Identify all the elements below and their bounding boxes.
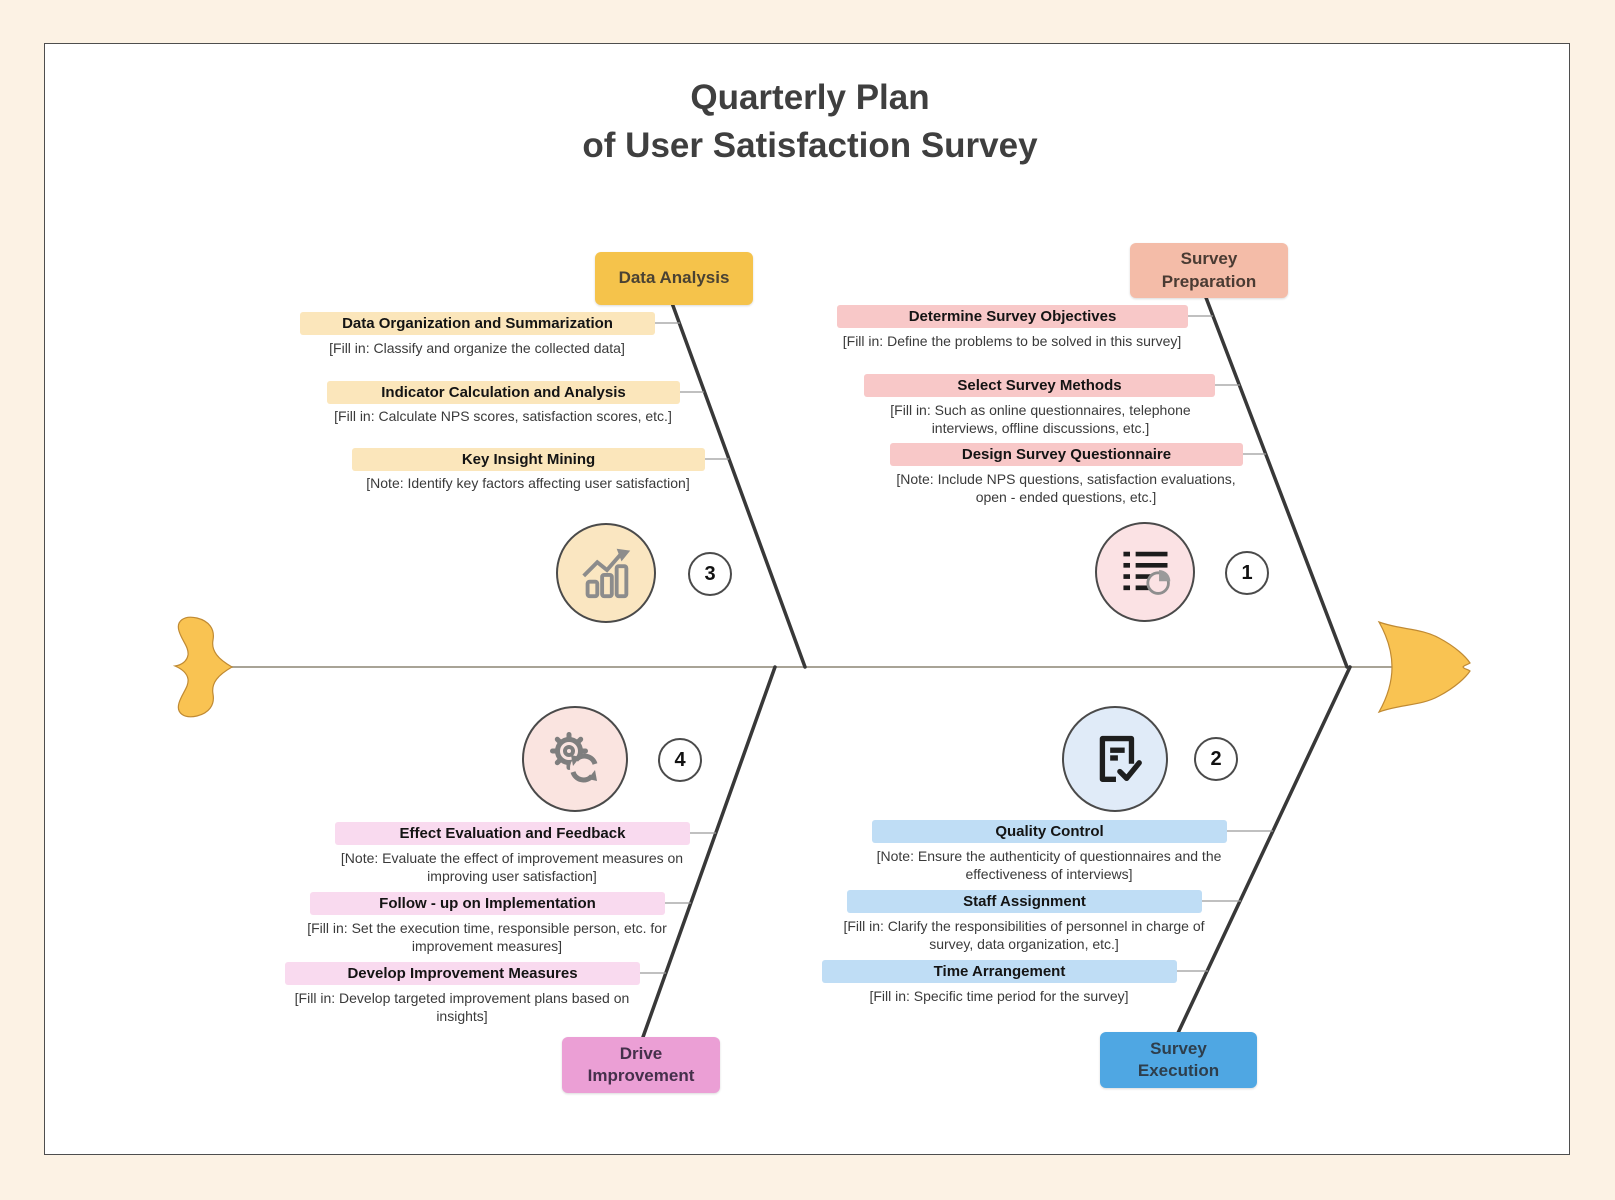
gear-sync-icon: [543, 725, 607, 794]
category-box-drive-improvement: Drive Improvement: [562, 1037, 720, 1093]
branch-number-badge: 2: [1194, 737, 1238, 781]
document-check-icon: [1084, 726, 1146, 793]
page-title: Quarterly Plan of User Satisfaction Surv…: [398, 74, 1222, 169]
drive-improvement-icon-circle: [522, 706, 628, 812]
cause-bar: Determine Survey Objectives: [837, 305, 1188, 328]
page-title-line1: Quarterly Plan: [690, 78, 930, 117]
survey-execution-icon-circle: [1062, 706, 1168, 812]
cause-bar: Indicator Calculation and Analysis: [327, 381, 680, 404]
cause-bar: Staff Assignment: [847, 890, 1202, 913]
cause-note: [Fill in: Clarify the responsibilities o…: [843, 918, 1205, 952]
cause-bar: Effect Evaluation and Feedback: [335, 822, 690, 845]
cause-note: [Fill in: Set the execution time, respon…: [307, 920, 667, 954]
branch-number-badge: 1: [1225, 551, 1269, 595]
cause-note: [Fill in: Calculate NPS scores, satisfac…: [334, 408, 672, 424]
cause-bar: Key Insight Mining: [352, 448, 705, 471]
branch-number-badge: 3: [688, 552, 732, 596]
data-analysis-icon-circle: [556, 523, 656, 623]
cause-bar: Follow - up on Implementation: [310, 892, 665, 915]
cause-note: [Note: Ensure the authenticity of questi…: [876, 848, 1222, 882]
category-label: Survey Execution: [1137, 1038, 1220, 1080]
page-title-line2: of User Satisfaction Survey: [582, 125, 1038, 165]
category-box-data-analysis: Data Analysis: [595, 252, 753, 305]
diagram-canvas: [44, 43, 1570, 1155]
cause-note: [Note: Identify key factors affecting us…: [366, 475, 690, 491]
cause-note: [Note: Include NPS questions, satisfacti…: [896, 471, 1236, 505]
bar-chart-growth-icon: [575, 540, 637, 607]
survey-preparation-icon-circle: [1095, 522, 1195, 622]
category-box-survey-preparation: Survey Preparation: [1130, 243, 1288, 298]
cause-bar: Develop Improvement Measures: [285, 962, 640, 985]
cause-note: [Fill in: Develop targeted improvement p…: [294, 990, 630, 1024]
cause-note: [Note: Evaluate the effect of improvemen…: [340, 850, 684, 884]
category-box-survey-execution: Survey Execution: [1100, 1032, 1257, 1088]
cause-bar: Time Arrangement: [822, 960, 1177, 983]
category-label: Drive Improvement: [587, 1043, 695, 1085]
cause-bar: Design Survey Questionnaire: [890, 443, 1243, 466]
cause-note: [Fill in: Such as online questionnaires,…: [890, 402, 1191, 436]
cause-bar: Select Survey Methods: [864, 374, 1215, 397]
cause-note: [Fill in: Classify and organize the coll…: [329, 340, 625, 356]
category-label: Data Analysis: [618, 268, 730, 288]
category-label: Survey Preparation: [1161, 249, 1257, 291]
cause-note: [Fill in: Define the problems to be solv…: [842, 333, 1182, 349]
cause-note: [Fill in: Specific time period for the s…: [869, 988, 1129, 1004]
checklist-pie-icon: [1115, 540, 1175, 605]
cause-bar: Quality Control: [872, 820, 1227, 843]
cause-bar: Data Organization and Summarization: [300, 312, 655, 335]
branch-number-badge: 4: [658, 738, 702, 782]
